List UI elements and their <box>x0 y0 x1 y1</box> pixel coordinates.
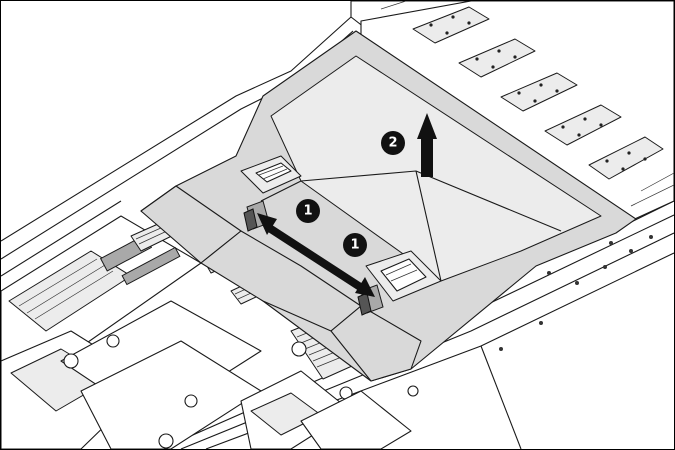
drive-cage <box>360 1 674 224</box>
rail-holes <box>499 235 653 351</box>
svg-text:2: 2 <box>388 136 397 151</box>
up-arrow-icon <box>417 113 437 177</box>
svg-text:1: 1 <box>303 204 312 219</box>
double-headed-arrow-icon <box>257 213 375 297</box>
drive-bays <box>380 1 674 207</box>
pci-riser-area <box>1 215 262 449</box>
bottom-components <box>240 341 419 449</box>
callout-1-b: 1 <box>343 233 367 257</box>
air-baffle <box>140 30 637 382</box>
label-plate-right <box>365 250 442 302</box>
callout-1-a: 1 <box>296 199 320 223</box>
callout-2: 2 <box>381 131 405 155</box>
label-plate-left <box>240 155 302 194</box>
svg-text:1: 1 <box>350 238 359 253</box>
